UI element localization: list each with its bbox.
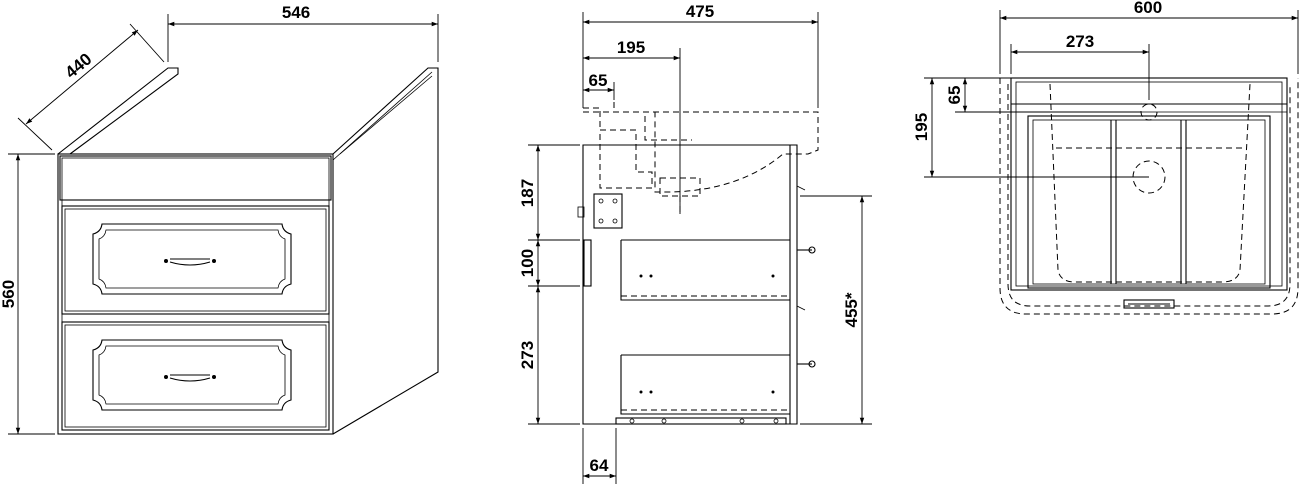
dimension-195: 195: [583, 38, 681, 214]
dimension-65-top: 65: [945, 77, 1141, 113]
upper-handle: [164, 258, 216, 266]
dimension-475: 475: [582, 2, 819, 108]
dim-label-600: 600: [1134, 0, 1162, 17]
dimension-64: 64: [582, 428, 617, 484]
dimension-600: 600: [999, 0, 1299, 74]
dimension-455: 455*: [800, 195, 872, 425]
dim-label-440: 440: [61, 49, 95, 82]
drain-hole: [1132, 160, 1166, 194]
dim-label-64: 64: [590, 456, 609, 475]
top-view: 600 273 65 195: [912, 0, 1299, 315]
dim-label-455: 455*: [842, 292, 861, 327]
lower-drawer: [61, 321, 330, 431]
dimension-273-top: 273: [1010, 32, 1150, 100]
perspective-view: 546 440 560: [0, 3, 439, 435]
side-lower-drawer: [620, 354, 816, 415]
dimension-65-side: 65: [583, 71, 615, 100]
dimension-height-560: 560: [0, 153, 55, 435]
dim-label-195-top: 195: [912, 113, 931, 141]
dim-label-195-side: 195: [617, 38, 645, 57]
dim-label-273-top: 273: [1066, 32, 1094, 51]
dim-label-475: 475: [686, 2, 714, 21]
dimension-width-546: 546: [167, 3, 439, 62]
side-view: 475 195 65 187 100 273: [518, 2, 872, 484]
side-upper-drawer: [620, 239, 816, 301]
top-handle: [1123, 299, 1175, 309]
dimension-depth-440: 440: [17, 23, 165, 151]
dim-label-187: 187: [518, 179, 537, 207]
mounting-bracket: [577, 193, 623, 287]
dim-label-100: 100: [518, 249, 537, 277]
dim-label-546: 546: [282, 3, 310, 22]
upper-drawer: [61, 205, 330, 315]
lower-handle: [164, 374, 216, 382]
dim-label-273-side: 273: [518, 341, 537, 369]
dim-label-65-top: 65: [945, 86, 964, 105]
sink-outline: [583, 102, 819, 214]
dimension-195-top: 195: [912, 77, 1149, 178]
dim-label-560: 560: [0, 280, 18, 308]
dim-label-65-side: 65: [589, 71, 608, 90]
dimension-stack-left: 187 100 273: [518, 144, 580, 425]
